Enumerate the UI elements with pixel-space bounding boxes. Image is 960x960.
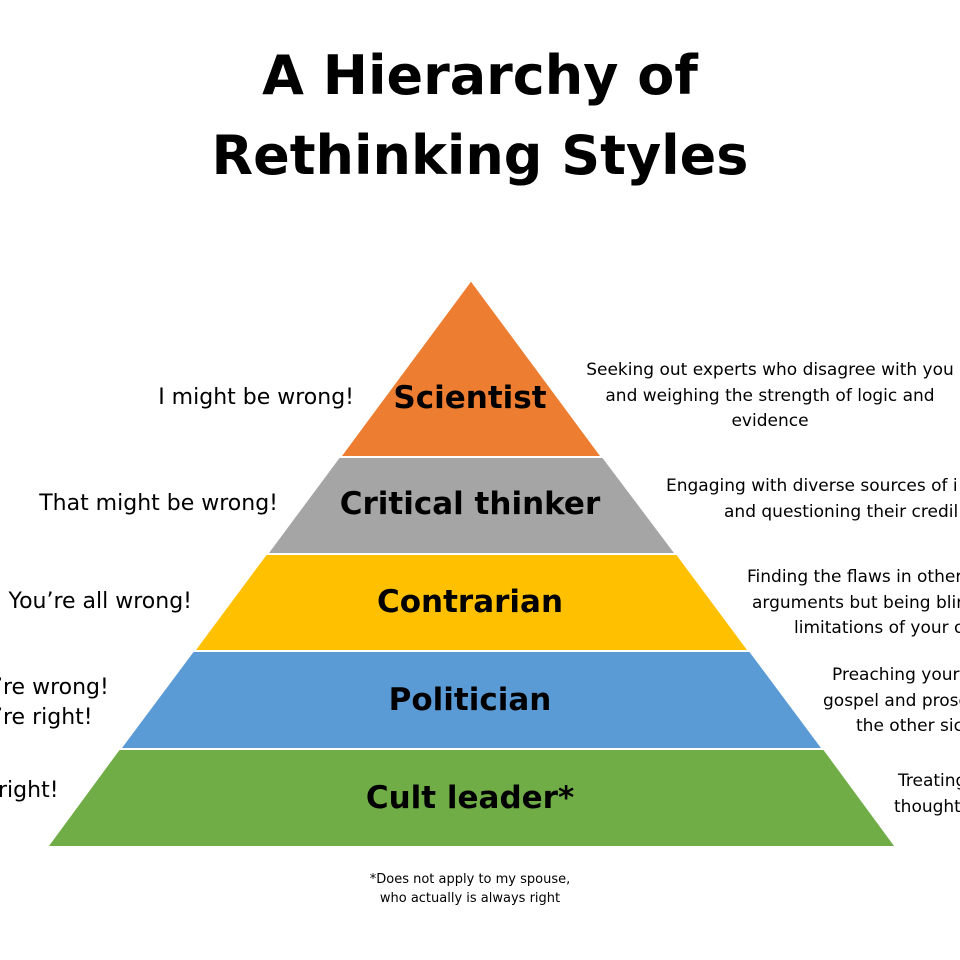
description-line: limitations of your o [794, 618, 960, 638]
description-politician: Preaching your gospel and prose the othe… [820, 663, 960, 740]
quote-scientist: I might be wrong! [158, 383, 354, 413]
footnote: *Does not apply to my spouse, who actual… [280, 870, 660, 908]
footnote-line: who actually is always right [379, 891, 561, 906]
description-line: arguments but being blir [752, 592, 960, 613]
description-line: Seeking out experts who disagree with yo… [586, 360, 954, 380]
quote-line: ’re right! [0, 705, 93, 730]
description-contrarian: Finding the flaws in other arguments but… [744, 565, 960, 642]
description-line: gospel and prose [823, 690, 960, 711]
description-line: Preaching your [832, 665, 960, 685]
description-scientist: Seeking out experts who disagree with yo… [580, 358, 960, 435]
description-line: Finding the flaws in other [747, 567, 960, 587]
quote-cult-leader: right! [0, 776, 59, 806]
tier-label-cult-leader: Cult leader* [365, 780, 575, 816]
description-cult-leader: Treating thought [894, 769, 960, 820]
description-line: Engaging with diverse sources of i [666, 476, 958, 496]
quote-line: You’re all wrong! [8, 589, 192, 614]
description-line: the other sic [856, 716, 960, 736]
quote-line: I might be wrong! [158, 385, 354, 410]
tier-label-politician: Politician [388, 682, 552, 718]
quote-politician: ’re wrong! ’re right! [0, 673, 109, 733]
tier-label-scientist: Scientist [393, 380, 547, 416]
tier-label-contrarian: Contrarian [376, 584, 564, 620]
description-line: evidence [731, 411, 809, 431]
footnote-line: *Does not apply to my spouse, [369, 872, 571, 887]
tier-label-critical-thinker: Critical thinker [339, 486, 601, 522]
description-line: Treating [898, 771, 960, 791]
quote-line: right! [0, 778, 59, 803]
quote-contrarian: You’re all wrong! [9, 587, 192, 617]
tier-cult-leader [45, 748, 898, 848]
description-line: thought [894, 796, 960, 817]
title-line-2: Rethinking Styles [211, 124, 749, 187]
tier-scientist [338, 278, 604, 458]
title-line-1: A Hierarchy of [262, 44, 698, 107]
description-critical-thinker: Engaging with diverse sources of i and q… [666, 474, 960, 525]
quote-line: ’re wrong! [0, 675, 109, 700]
description-line: and questioning their credil [724, 501, 959, 522]
quote-line: That might be wrong! [39, 491, 278, 516]
description-line: and weighing the strength of logic and [605, 385, 935, 406]
quote-critical-thinker: That might be wrong! [39, 489, 278, 519]
